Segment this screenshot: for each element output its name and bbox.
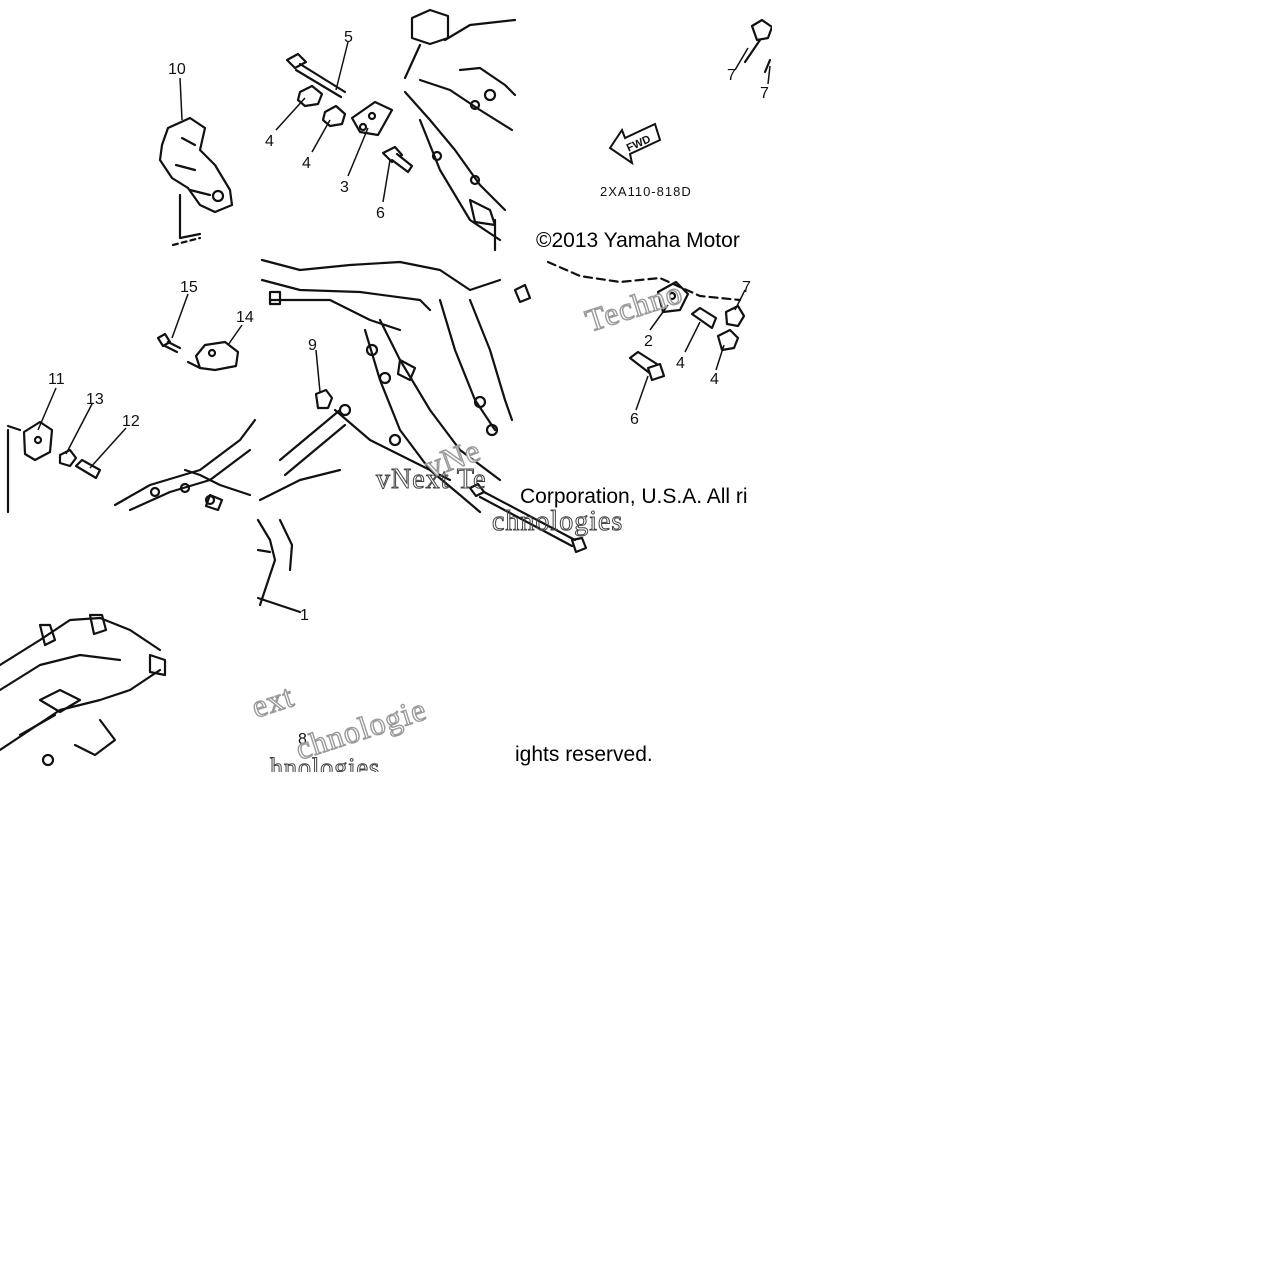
part-14-bracket — [186, 340, 240, 372]
watermark-fragment-1: Techno — [581, 274, 687, 339]
callout-11: 11 — [48, 371, 65, 388]
callout-12: 12 — [122, 413, 140, 430]
callout-8: 8 — [298, 731, 307, 748]
copyright-notice: ©2013 Yamaha Motor Corporation, U.S.A. A… — [515, 229, 748, 766]
callout-7-top-b: 7 — [760, 85, 769, 102]
callout-4-right-b: 4 — [710, 371, 719, 388]
callout-15: 15 — [180, 279, 198, 296]
part-10-frame-guard — [158, 116, 234, 247]
callout-3: 3 — [340, 179, 349, 196]
part-13-nut — [58, 448, 78, 468]
watermark-fragment-2: vNext Te — [376, 464, 487, 495]
diagram-code: 2XA110-818D — [600, 184, 692, 199]
callout-6-upper: 6 — [376, 205, 385, 222]
callout-9: 9 — [308, 337, 317, 354]
part-4-nut-right-b — [716, 328, 740, 352]
part-15-bolt — [156, 332, 182, 354]
callout-4-right-a: 4 — [676, 355, 685, 372]
callout-7-top-a: 7 — [727, 67, 736, 84]
part-4-bolt-right-a — [690, 306, 718, 330]
callout-labels: 10 5 4 4 3 6 7 7 15 14 9 11 13 12 2 7 4 … — [48, 29, 769, 748]
frame-rear-subframe — [113, 418, 257, 512]
callout-6-right: 6 — [630, 411, 639, 428]
part-6-bolt-right — [628, 350, 666, 382]
part-8-long-bolt — [468, 482, 588, 554]
part-4-nut-upper-b — [321, 104, 347, 128]
callout-4-upper-a: 4 — [265, 133, 274, 150]
callout-7-right: 7 — [742, 279, 751, 296]
part-7-bolt-top-right — [743, 18, 774, 74]
copyright-line-2: Corporation, U.S.A. All ri — [520, 485, 748, 508]
frame-main-body — [258, 258, 532, 514]
frame-right-edge-arc — [546, 260, 742, 302]
part-9-nut — [314, 388, 334, 410]
part-6-bolt-upper — [381, 145, 414, 174]
callout-leader-lines — [37, 41, 771, 469]
callout-14: 14 — [236, 309, 254, 326]
part-5-long-bolt — [285, 52, 347, 99]
callout-10: 10 — [168, 61, 186, 78]
callout-2: 2 — [644, 333, 653, 350]
watermark-fragment-5: ext — [247, 677, 298, 724]
frame-head-tube-section — [403, 8, 517, 252]
part-12-bolt — [74, 458, 102, 480]
part-3-mount-plate — [350, 100, 394, 137]
part-1-main-frame — [256, 518, 302, 614]
forward-direction-arrow: FWD — [608, 122, 662, 166]
part-11-plate — [6, 420, 54, 514]
callout-4-upper-b: 4 — [302, 155, 311, 172]
watermark-fragment-3: chnologies — [492, 506, 623, 537]
callout-13: 13 — [86, 391, 104, 408]
part-4-nut-upper-a — [296, 84, 324, 108]
callout-5: 5 — [344, 29, 353, 46]
copyright-line-1: ©2013 Yamaha Motor — [536, 229, 740, 252]
frame-rear-bottom-section — [0, 613, 167, 767]
callout-1: 1 — [300, 607, 309, 624]
copyright-line-3: ights reserved. — [515, 743, 653, 766]
